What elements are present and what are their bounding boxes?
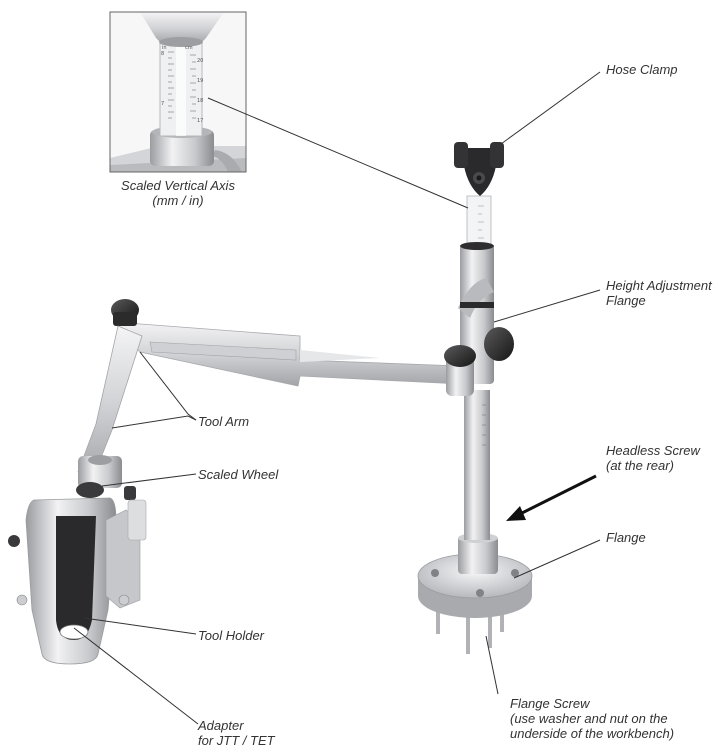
label-line: (mm / in) — [152, 193, 204, 208]
label-line: Flange — [606, 530, 646, 545]
tool-arm — [77, 299, 476, 481]
hose-clamp — [454, 142, 504, 196]
label-line: Tool Holder — [198, 628, 265, 643]
inset-unit-cm: cm — [185, 45, 193, 51]
inset-cm-tick: 17 — [197, 118, 203, 124]
inset-cm-tick: 20 — [197, 58, 203, 64]
label-line: Flange — [606, 293, 646, 308]
label-scaled-vertical-axis: Scaled Vertical Axis (mm / in) — [98, 178, 258, 208]
label-line: Flange Screw — [510, 696, 590, 711]
label-flange: Flange — [606, 530, 646, 545]
label-headless-screw: Headless Screw (at the rear) — [606, 443, 700, 473]
leader-lines — [73, 71, 601, 725]
inset-frame — [109, 11, 247, 173]
label-height-adjustment-flange: Height Adjustment Flange — [606, 278, 712, 308]
vertical-post — [464, 390, 490, 540]
inset-in-tick: 7 — [161, 101, 164, 107]
tool-holder — [8, 455, 147, 665]
inset-cm-tick: 18 — [197, 98, 203, 104]
label-line: (use washer and nut on the — [510, 711, 668, 726]
inset-in-tick: 8 — [161, 51, 164, 57]
label-line: (at the rear) — [606, 458, 674, 473]
label-tool-arm: Tool Arm — [198, 414, 249, 429]
label-adapter: Adapter for JTT / TET — [198, 718, 275, 748]
label-line: Hose Clamp — [606, 62, 678, 77]
inset-closeup: in cm 8 7 20 19 18 17 — [109, 11, 247, 173]
inset-unit-in: in — [162, 45, 167, 51]
label-line: for JTT / TET — [198, 733, 275, 748]
label-line: Headless Screw — [606, 443, 700, 458]
label-tool-holder: Tool Holder — [198, 628, 264, 643]
label-line: Height Adjustment — [606, 278, 712, 293]
headless-screw-arrow — [506, 474, 597, 521]
inset-scale-ticks — [168, 51, 196, 119]
label-line: Scaled Vertical Axis — [121, 178, 235, 193]
label-line: Scaled Wheel — [198, 467, 279, 482]
label-line: Tool Arm — [198, 414, 250, 429]
base-flange — [417, 533, 533, 654]
inset-cm-tick: 19 — [197, 78, 203, 84]
label-flange-screw: Flange Screw (use washer and nut on the … — [510, 696, 674, 741]
label-scaled-wheel: Scaled Wheel — [198, 467, 278, 482]
label-hose-clamp: Hose Clamp — [606, 62, 678, 77]
label-line: Adapter — [198, 718, 244, 733]
label-line: underside of the workbench) — [510, 726, 675, 741]
